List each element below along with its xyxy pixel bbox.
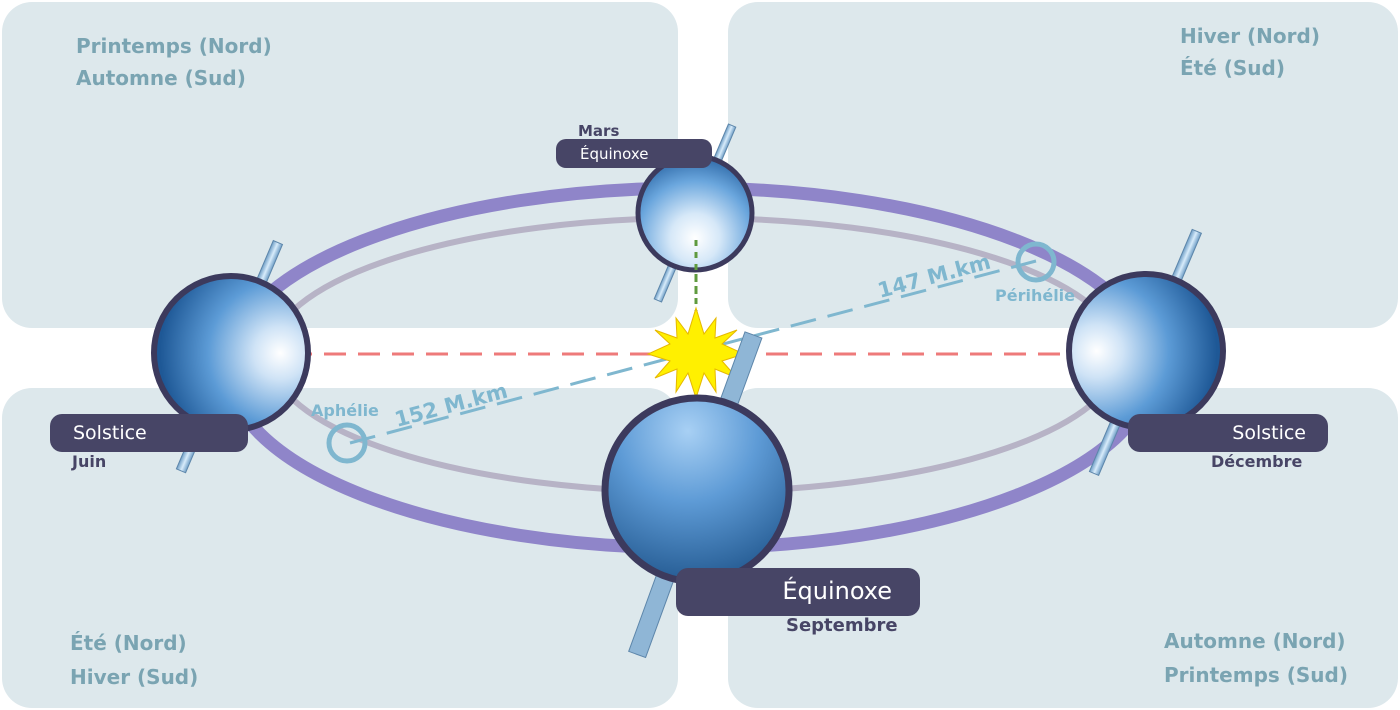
earth-september-globe	[601, 394, 793, 586]
season-south: Hiver (Sud)	[70, 665, 199, 689]
december-event-tag: Solstice	[1128, 414, 1328, 452]
season-label-bottom-right: Automne (Nord) Printemps (Sud)	[1164, 624, 1348, 692]
june-event-label: Solstice	[73, 422, 147, 444]
season-south: Printemps (Sud)	[1164, 663, 1349, 687]
season-label-top-right: Hiver (Nord) Été (Sud)	[1180, 20, 1320, 84]
march-month-label: Mars	[578, 122, 620, 140]
perihelion-marker	[1015, 241, 1057, 283]
aphelion-label: Aphélie	[311, 401, 379, 420]
season-south: Été (Sud)	[1180, 56, 1285, 80]
aphelion-distance: 152 M.km	[392, 379, 510, 432]
march-event-tag: Équinoxe	[556, 139, 712, 168]
season-label-top-left: Printemps (Nord) Automne (Sud)	[76, 30, 272, 94]
september-event-tag: Équinoxe	[676, 568, 920, 616]
earth-december-globe	[1066, 271, 1226, 431]
perihelion-label: Périhélie	[995, 286, 1075, 305]
aphelion-marker	[326, 422, 368, 464]
season-north: Automne (Nord)	[1164, 629, 1346, 653]
june-month-label: Juin	[72, 452, 107, 471]
season-label-bottom-left: Été (Nord) Hiver (Sud)	[70, 626, 198, 694]
season-north: Été (Nord)	[70, 631, 187, 655]
earth-june-globe	[151, 273, 311, 433]
quadrant-top-right	[728, 2, 1398, 328]
perihelion-distance: 147 M.km	[875, 250, 993, 303]
march-event-label: Équinoxe	[580, 145, 649, 163]
season-north: Hiver (Nord)	[1180, 24, 1320, 48]
september-month-label: Septembre	[786, 615, 898, 636]
earth-december	[1066, 228, 1226, 477]
season-north: Printemps (Nord)	[76, 34, 272, 58]
june-event-tag: Solstice	[50, 414, 248, 452]
september-event-label: Équinoxe	[782, 577, 892, 605]
december-month-label: Décembre	[1211, 452, 1303, 471]
earth-september	[601, 331, 793, 659]
season-south: Automne (Sud)	[76, 66, 246, 90]
december-event-label: Solstice	[1232, 422, 1306, 444]
